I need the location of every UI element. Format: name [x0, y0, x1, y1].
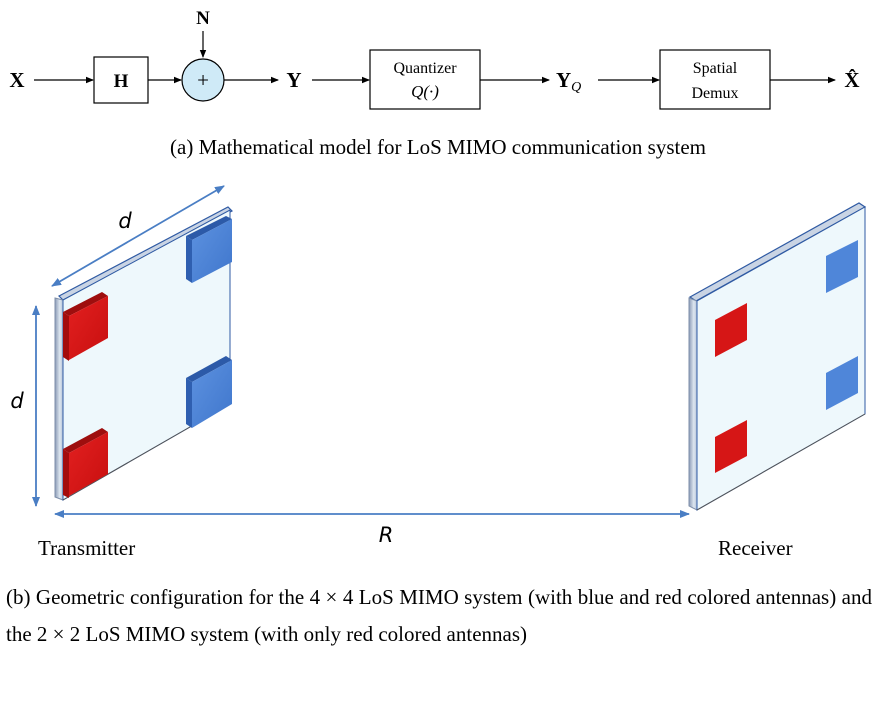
demux-title: Spatial [693, 60, 738, 77]
noise-label: N [196, 8, 210, 29]
quantized-subscript: Q [571, 80, 581, 95]
transmitter-label: Transmitter [38, 536, 135, 560]
received-label: Y [286, 68, 301, 92]
input-label: X [9, 68, 24, 92]
output-label: X̂ [844, 68, 859, 92]
receiver-panel [688, 202, 867, 511]
transmitter-panel [54, 206, 234, 501]
transmitter-blue-antenna-bottom [186, 356, 232, 428]
receiver-red-antenna-top [715, 303, 747, 357]
width-label: d [118, 209, 132, 233]
demux-block [659, 49, 771, 110]
receiver-blue-antenna-top [826, 240, 858, 293]
demux-subtitle: Demux [691, 85, 738, 102]
distance-label: R [379, 523, 394, 547]
channel-label: H [114, 71, 129, 92]
adder-symbol: + [197, 68, 209, 92]
width-dimension-arrow [51, 185, 225, 287]
receiver-label: Receiver [718, 536, 793, 560]
quantizer-title: Quantizer [393, 60, 457, 77]
transmitter-red-antenna-top [63, 292, 108, 361]
caption-b: (b) Geometric configuration for the 4 × … [6, 585, 872, 646]
transmitter-panel-side-edge [54, 297, 64, 501]
height-label: d [10, 389, 24, 413]
receiver-red-antenna-bottom [715, 420, 747, 473]
receiver-blue-antenna-bottom [826, 356, 858, 410]
receiver-panel-bottom-edge [696, 413, 866, 511]
caption-a: (a) Mathematical model for LoS MIMO comm… [170, 135, 706, 159]
transmitter-red-antenna-bottom [63, 428, 108, 498]
block-diagram: X H N + Y Quantizer Q(·) YQ Spatial Demu… [9, 8, 860, 110]
quantized-label: YQ [556, 68, 581, 95]
quantizer-function: Q(·) [411, 82, 439, 101]
receiver-panel-side-edge [688, 297, 698, 511]
